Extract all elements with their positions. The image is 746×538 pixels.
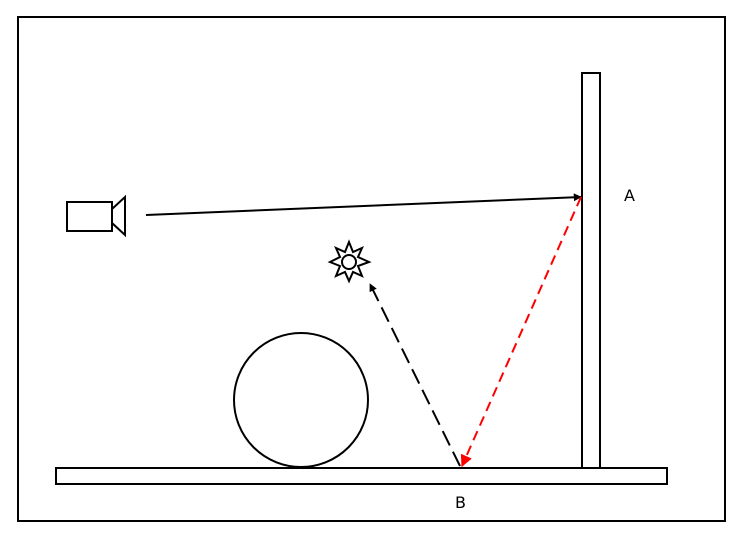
- sun-icon: [327, 239, 372, 284]
- reflected-ray: [460, 196, 582, 468]
- camera-ray: [145, 193, 582, 216]
- sphere: [233, 332, 369, 468]
- point-a-label: A: [624, 186, 635, 205]
- wall-plate: [581, 72, 601, 469]
- floor-plate: [55, 467, 668, 485]
- point-b-label: B: [455, 493, 466, 512]
- video-camera-icon: [66, 194, 126, 238]
- diagram-frame: [17, 16, 726, 522]
- indirect-ray: [369, 283, 461, 467]
